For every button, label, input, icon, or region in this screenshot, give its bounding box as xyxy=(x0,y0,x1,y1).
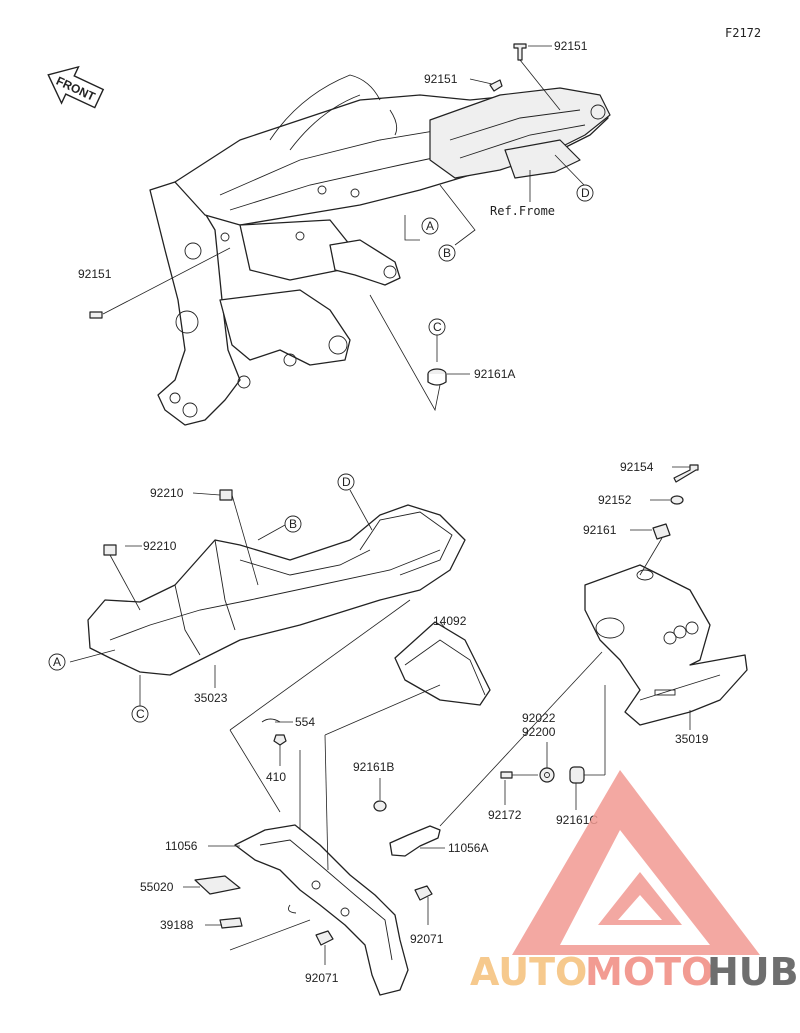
watermark-auto: AUTO xyxy=(470,950,587,994)
label-410: 410 xyxy=(266,770,286,784)
grommet-icon xyxy=(427,368,447,386)
damper-b-icon xyxy=(373,800,387,812)
label-35023: 35023 xyxy=(194,691,228,705)
sticker-icon xyxy=(194,875,243,929)
nut-icon xyxy=(273,734,287,746)
band-icon xyxy=(261,718,281,723)
ref-c-frame: C xyxy=(433,320,442,334)
flap-14092 xyxy=(394,621,491,706)
label-92071-right: 92071 xyxy=(410,932,444,946)
damper-icon xyxy=(652,523,671,540)
grommet-icon xyxy=(315,885,433,946)
main-frame xyxy=(149,74,611,426)
label-92210-upper: 92210 xyxy=(150,486,184,500)
front-arrow-icon: FRONT xyxy=(47,65,105,109)
label-92161a: 92161A xyxy=(474,367,515,381)
bracket-small-11056a xyxy=(389,825,441,857)
collar-icon xyxy=(500,766,585,784)
ref-d-cover: D xyxy=(342,475,351,489)
label-554: 554 xyxy=(295,715,315,729)
label-92071-bottom: 92071 xyxy=(305,971,339,985)
label-11056a: 11056A xyxy=(448,841,488,855)
bolt-icon xyxy=(89,43,527,319)
washer-icon xyxy=(670,495,684,505)
plate-bracket-35019 xyxy=(584,564,748,726)
label-11056: 11056 xyxy=(165,839,198,853)
label-ref-frame: Ref.Frome xyxy=(490,204,555,218)
ref-c-cover: C xyxy=(136,707,145,721)
label-92151-top: 92151 xyxy=(554,39,588,53)
undercover-35023 xyxy=(87,489,466,676)
label-92022: 92022 xyxy=(522,711,556,725)
label-92151-left: 92151 xyxy=(78,267,112,281)
watermark-moto: MOTO xyxy=(585,950,713,994)
bolt-icon xyxy=(673,464,699,483)
label-92154: 92154 xyxy=(620,460,654,474)
label-55020: 55020 xyxy=(140,880,174,894)
ref-a-cover: A xyxy=(53,655,61,669)
ref-b-cover: B xyxy=(289,517,297,531)
label-92172: 92172 xyxy=(488,808,522,822)
label-14092: 14092 xyxy=(433,614,467,628)
label-92152: 92152 xyxy=(598,493,632,507)
label-92161: 92161 xyxy=(583,523,617,537)
label-35019: 35019 xyxy=(675,732,709,746)
watermark-hub: HUB xyxy=(707,950,799,994)
ref-d-frame: D xyxy=(581,186,590,200)
label-92210-lower: 92210 xyxy=(143,539,177,553)
label-39188: 39188 xyxy=(160,918,194,932)
ref-a-frame: A xyxy=(426,219,434,233)
figure-code: F2172 xyxy=(725,26,761,40)
fender-bracket-11056 xyxy=(234,824,409,996)
label-92151-mid: 92151 xyxy=(424,72,458,86)
watermark-logo: AUTO MOTO HUB xyxy=(470,770,799,994)
ref-b-frame: B xyxy=(443,246,451,260)
label-92161b: 92161B xyxy=(353,760,394,774)
label-92161c: 92161C xyxy=(556,813,598,827)
